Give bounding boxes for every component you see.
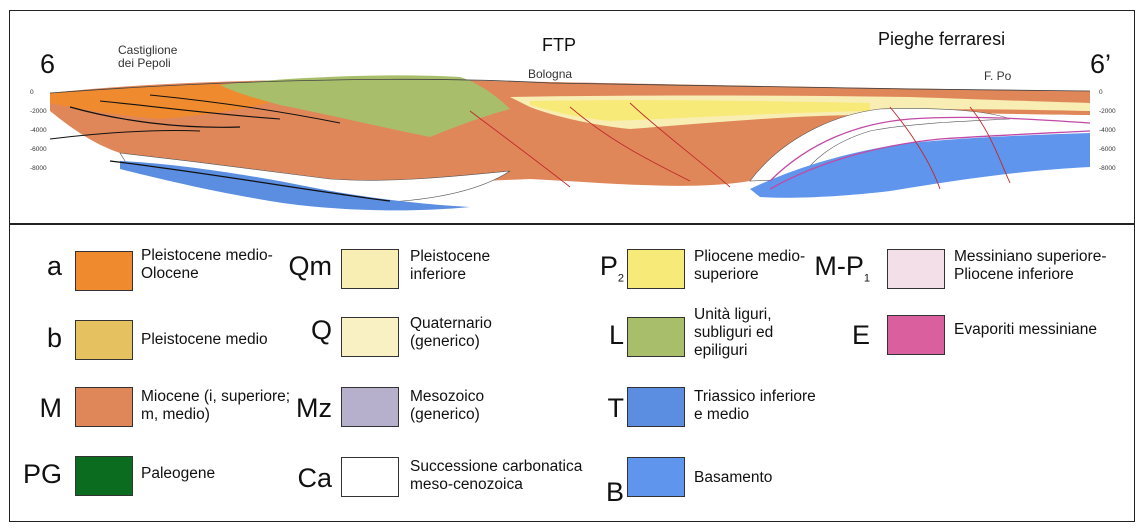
legend-swatch xyxy=(341,249,399,289)
legend-swatch xyxy=(627,249,685,289)
depth-tick-label: -8000 xyxy=(1099,165,1116,172)
depth-tick-label: -2000 xyxy=(30,108,47,115)
legend-code: E xyxy=(810,320,870,350)
legend-code: L xyxy=(564,320,624,350)
place-left-label: Castiglione dei Pepoli xyxy=(118,44,177,70)
legend-code: T xyxy=(564,393,624,423)
legend-label: Mesozoico (generico) xyxy=(410,388,570,424)
legend-code: P2 xyxy=(564,251,624,293)
depth-tick-label: -6000 xyxy=(1099,146,1116,153)
depth-tick-label: 0 xyxy=(1099,89,1103,96)
legend-code: Mz xyxy=(272,393,332,423)
legend-swatch xyxy=(627,317,685,357)
legend-swatch xyxy=(887,315,945,355)
legend-swatch xyxy=(75,456,133,496)
cross-section: 6 6’ Castiglione dei Pepoli FTP Bologna … xyxy=(10,11,1134,223)
legend-code-sub: 2 xyxy=(618,272,624,284)
legend-label: Triassico inferiore e medio xyxy=(694,388,854,424)
depth-tick-label: -2000 xyxy=(1099,108,1116,115)
depth-tick-label: -6000 xyxy=(30,146,47,153)
depth-tick-label: -8000 xyxy=(30,165,47,172)
legend-code-main: M-P xyxy=(814,251,864,281)
depth-tick-label: -4000 xyxy=(1099,127,1116,134)
legend-label: Basamento xyxy=(694,469,854,487)
depth-tick-label: 0 xyxy=(30,89,34,96)
endpoint-left-label: 6 xyxy=(40,49,55,80)
legend-swatch xyxy=(75,387,133,427)
legend-label: Evaporiti messiniane xyxy=(954,321,1124,339)
legend-label: Messiniano superiore- Pliocene inferiore xyxy=(954,248,1124,284)
legend-swatch xyxy=(341,317,399,357)
region-right-label: Pieghe ferraresi xyxy=(878,29,1005,50)
legend-code: Qm xyxy=(272,251,332,281)
legend-code: Q xyxy=(272,315,332,345)
legend-swatch xyxy=(887,249,945,289)
figure-frame: 6 6’ Castiglione dei Pepoli FTP Bologna … xyxy=(9,10,1135,522)
legend: a Pleistocene medio- Olocene b Pleistoce… xyxy=(10,225,1134,521)
legend-label: Pleistocene inferiore xyxy=(410,248,570,284)
legend-code: M-P1 xyxy=(810,251,870,293)
legend-code: a xyxy=(2,251,62,281)
legend-code: B xyxy=(564,477,624,507)
legend-swatch xyxy=(341,457,399,497)
legend-swatch xyxy=(75,251,133,291)
depth-tick-label: -4000 xyxy=(30,127,47,134)
legend-code: Ca xyxy=(272,463,332,493)
place-center-label: Bologna xyxy=(528,67,572,81)
legend-swatch xyxy=(75,320,133,360)
endpoint-right-label: 6’ xyxy=(1090,49,1111,80)
legend-code-sub: 1 xyxy=(864,272,870,284)
legend-swatch xyxy=(627,387,685,427)
legend-swatch xyxy=(627,457,685,497)
region-center-label: FTP xyxy=(542,35,576,56)
legend-code-main: P xyxy=(600,251,618,281)
legend-label: Quaternario (generico) xyxy=(410,315,570,351)
legend-swatch xyxy=(341,387,399,427)
legend-code: b xyxy=(2,323,62,353)
legend-code: PG xyxy=(2,459,62,489)
place-right-label: F. Po xyxy=(984,69,1011,83)
legend-code: M xyxy=(2,393,62,423)
